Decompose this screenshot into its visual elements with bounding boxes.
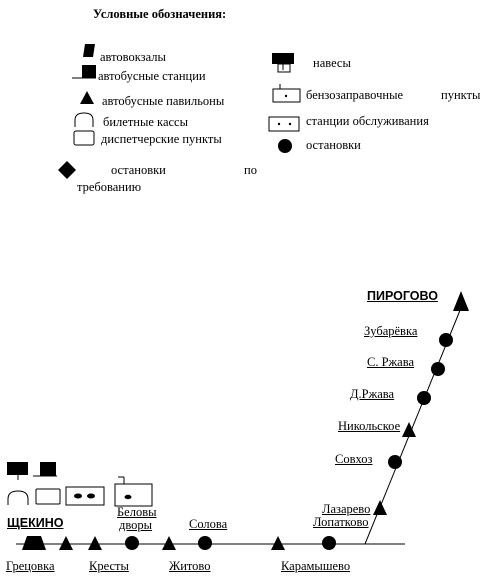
lazarevo-label: Лазарево: [322, 502, 371, 516]
s-rzhava-label: С. Ржава: [367, 355, 415, 369]
solova-label: Солова: [189, 517, 228, 531]
stop-icon: [278, 139, 292, 153]
belovy-dvory-stop-icon: [125, 536, 139, 550]
legend-request-stops-2: по: [244, 163, 257, 177]
shchekino-service-dot2: [87, 493, 95, 499]
belovy-fuel-icon: [114, 483, 153, 507]
fuel-point-icon: [272, 88, 301, 103]
shchekino-ticket-office-icon: [7, 490, 29, 505]
legend-sheds: навесы: [313, 56, 351, 70]
shed-base-icon: [277, 63, 291, 73]
s-rzhava-stop-icon: [431, 362, 445, 376]
legend-stops: остановки: [306, 138, 361, 152]
shchekino-service-dot1: [74, 493, 82, 499]
shchekino-dispatch-icon: [35, 488, 61, 505]
kresty-pavilion-icon: [88, 536, 102, 550]
shchekino-terminal-icon: [22, 536, 46, 550]
legend-service-stations: станции обслуживания: [306, 114, 429, 128]
nikolskoe-label: Никольское: [338, 419, 401, 433]
legend-bus-stations: автобусные станции: [98, 69, 206, 83]
legend-request-stops-3: требованию: [77, 180, 142, 194]
lazarevo-pavilion-icon: [373, 500, 387, 515]
belovy-fuel-dot: [124, 494, 132, 500]
zubarevka-stop-icon: [439, 333, 453, 347]
dispatch-point-icon: [73, 130, 95, 146]
solova-stop-icon: [198, 536, 212, 550]
legend-ticket-offices: билетные кассы: [103, 115, 188, 129]
shed-icon: [272, 53, 294, 64]
lopatkovo-label: Лопатково: [313, 515, 369, 529]
dvory-label: дворы: [119, 518, 153, 532]
sovkhoz-label: Совхоз: [335, 452, 373, 466]
zubarevka-label: Зубарёвка: [364, 324, 418, 338]
shchekino-station-icon: [40, 462, 56, 476]
nikolskoe-pavilion-icon: [402, 422, 416, 437]
fuel-point-dot-icon: [284, 94, 288, 98]
pirogovo-pavilion-icon: [453, 291, 469, 311]
shchekino-label: ЩЕКИНО: [7, 516, 64, 530]
karamyshevo-pavilion-icon: [271, 536, 285, 550]
gretsovka-pavilion-icon: [59, 536, 73, 550]
legend-request-stops-1: остановки: [111, 163, 166, 177]
lopatkovo-stop-icon: [322, 536, 336, 550]
legend-bus-pavilions: автобусные павильоны: [102, 94, 225, 108]
d-rzhava-label: Д.Ржава: [350, 387, 395, 401]
legend-title: Условные обозначения:: [93, 7, 227, 21]
zhitovo-pavilion-icon: [162, 536, 176, 550]
ticket-office-icon: [74, 112, 94, 127]
karamyshevo-label: Карамышево: [281, 559, 351, 573]
gretsovka-label: Грецовка: [6, 559, 55, 573]
request-stop-icon: [58, 161, 76, 179]
legend-bus-terminals: автовокзалы: [100, 50, 166, 64]
legend-fuel-points-2: пункты: [441, 88, 481, 102]
belovy-label: Беловы: [117, 505, 157, 519]
legend-fuel-points-1: бензозаправочные: [306, 88, 404, 102]
bus-pavilion-icon: [80, 91, 94, 104]
service-station-dot2-icon: [288, 122, 292, 126]
service-station-icon: [268, 116, 300, 132]
bus-terminal-icon: [83, 44, 95, 57]
sovkhoz-stop-icon: [388, 455, 402, 469]
shchekino-shed1-icon: [7, 462, 28, 475]
d-rzhava-stop-icon: [417, 391, 431, 405]
legend-dispatch-points: диспетчерские пункты: [101, 132, 222, 146]
kresty-label: Кресты: [89, 559, 129, 573]
zhitovo-label: Житово: [169, 559, 211, 573]
pirogovo-label: ПИРОГОВО: [367, 289, 438, 303]
shchekino-service-icon: [65, 486, 105, 506]
service-station-dot1-icon: [277, 122, 281, 126]
bus-station-icon: [82, 65, 96, 78]
